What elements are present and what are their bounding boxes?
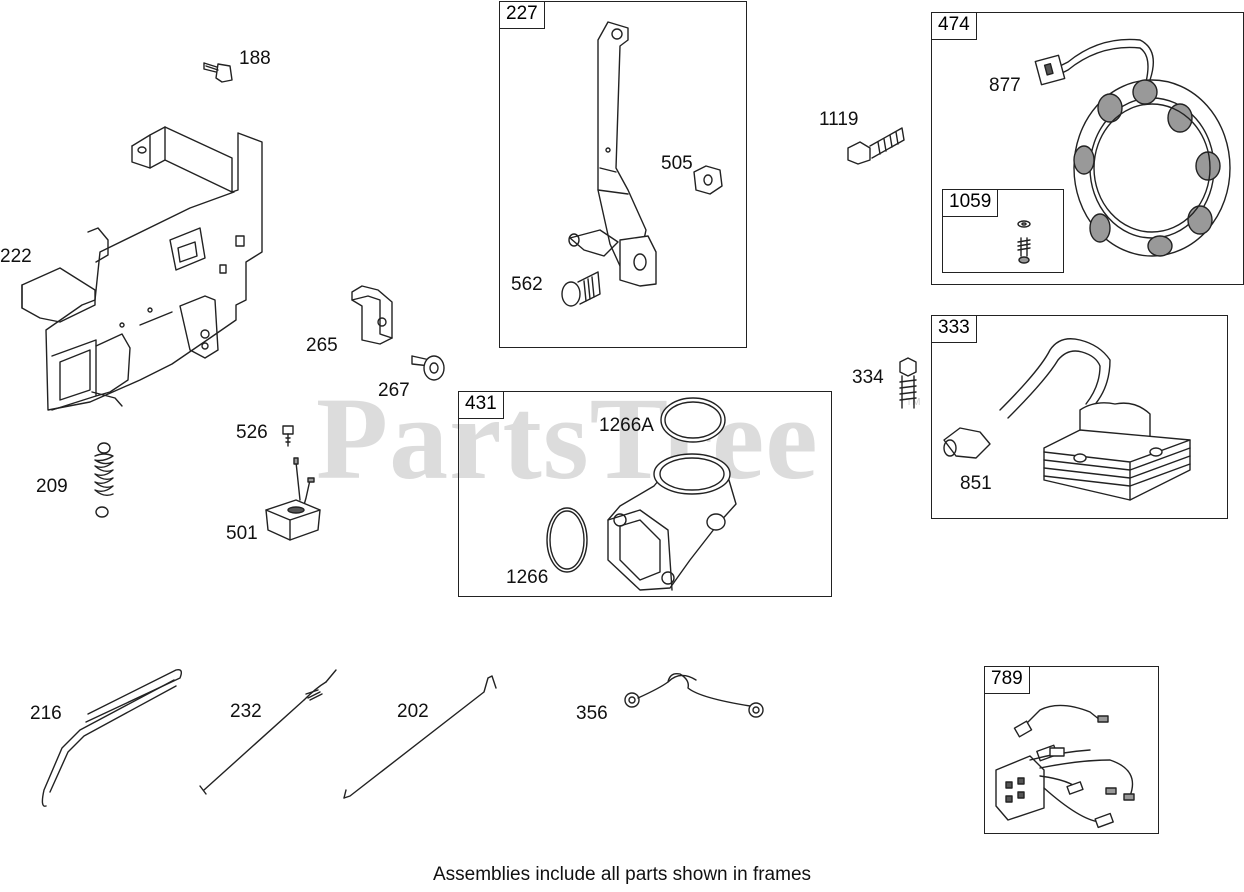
part-505-nut-drawing: [693, 165, 723, 195]
callout-1119[interactable]: 1119: [819, 109, 859, 130]
frame-789: 789: [984, 666, 1159, 834]
frame-333: 333: [931, 315, 1228, 519]
callout-1266a[interactable]: 1266A: [599, 415, 654, 436]
part-501-rectifier-drawing: [265, 457, 321, 541]
watermark: PartsTree: [316, 373, 819, 504]
callout-202[interactable]: 202: [397, 701, 429, 722]
frame-1059: 1059: [942, 189, 1064, 273]
callout-209[interactable]: 209: [36, 476, 68, 497]
part-526-screw-drawing: [282, 425, 294, 447]
frame-label-227: 227: [500, 2, 545, 29]
callout-222[interactable]: 222: [0, 246, 32, 267]
watermark-trademark: TM: [906, 397, 921, 408]
callout-526[interactable]: 526: [236, 422, 268, 443]
callout-562[interactable]: 562: [511, 274, 543, 295]
callout-267[interactable]: 267: [378, 380, 410, 401]
frame-label-474: 474: [932, 13, 977, 40]
part-789-harness-drawing: [995, 704, 1135, 829]
part-334-screw-drawing: [899, 357, 917, 409]
frame-label-333: 333: [932, 316, 977, 343]
callout-877[interactable]: 877: [989, 75, 1021, 96]
callout-1266[interactable]: 1266: [506, 567, 549, 588]
frame-label-431: 431: [459, 392, 504, 419]
part-356-wire-drawing: [624, 672, 764, 718]
part-227-lever-drawing: [568, 21, 657, 287]
frame-431: 431: [458, 391, 832, 597]
part-222-bracket-drawing: [21, 126, 263, 411]
part-1119-screw-drawing: [847, 127, 905, 165]
frame-label-789: 789: [985, 667, 1030, 694]
callout-356[interactable]: 356: [576, 703, 608, 724]
part-1059-bolt-drawing: [1017, 220, 1031, 264]
frame-227: 227: [499, 1, 747, 348]
part-202-rod-drawing: [343, 675, 497, 799]
callout-505[interactable]: 505: [661, 153, 693, 174]
callout-188[interactable]: 188: [239, 48, 271, 69]
callout-232[interactable]: 232: [230, 701, 262, 722]
callout-851[interactable]: 851: [960, 473, 992, 494]
callout-334[interactable]: 334: [852, 367, 884, 388]
part-562-screw-drawing: [561, 271, 601, 307]
frame-label-1059: 1059: [943, 190, 999, 217]
part-209-spring-drawing: [94, 442, 114, 518]
callout-216[interactable]: 216: [30, 703, 62, 724]
part-267-screw-drawing: [411, 355, 445, 381]
part-216-rod-drawing: [41, 668, 183, 807]
part-232-cable-drawing: [199, 669, 337, 795]
part-474-stator-drawing: [1034, 38, 1231, 257]
part-265-clip-drawing: [351, 285, 393, 345]
callout-501[interactable]: 501: [226, 523, 258, 544]
callout-265[interactable]: 265: [306, 335, 338, 356]
part-431-intake-drawing: [546, 397, 737, 591]
part-188-screw-drawing: [203, 62, 233, 83]
diagram-caption: Assemblies include all parts shown in fr…: [432, 864, 812, 885]
part-333-coil-drawing: [943, 338, 1191, 501]
